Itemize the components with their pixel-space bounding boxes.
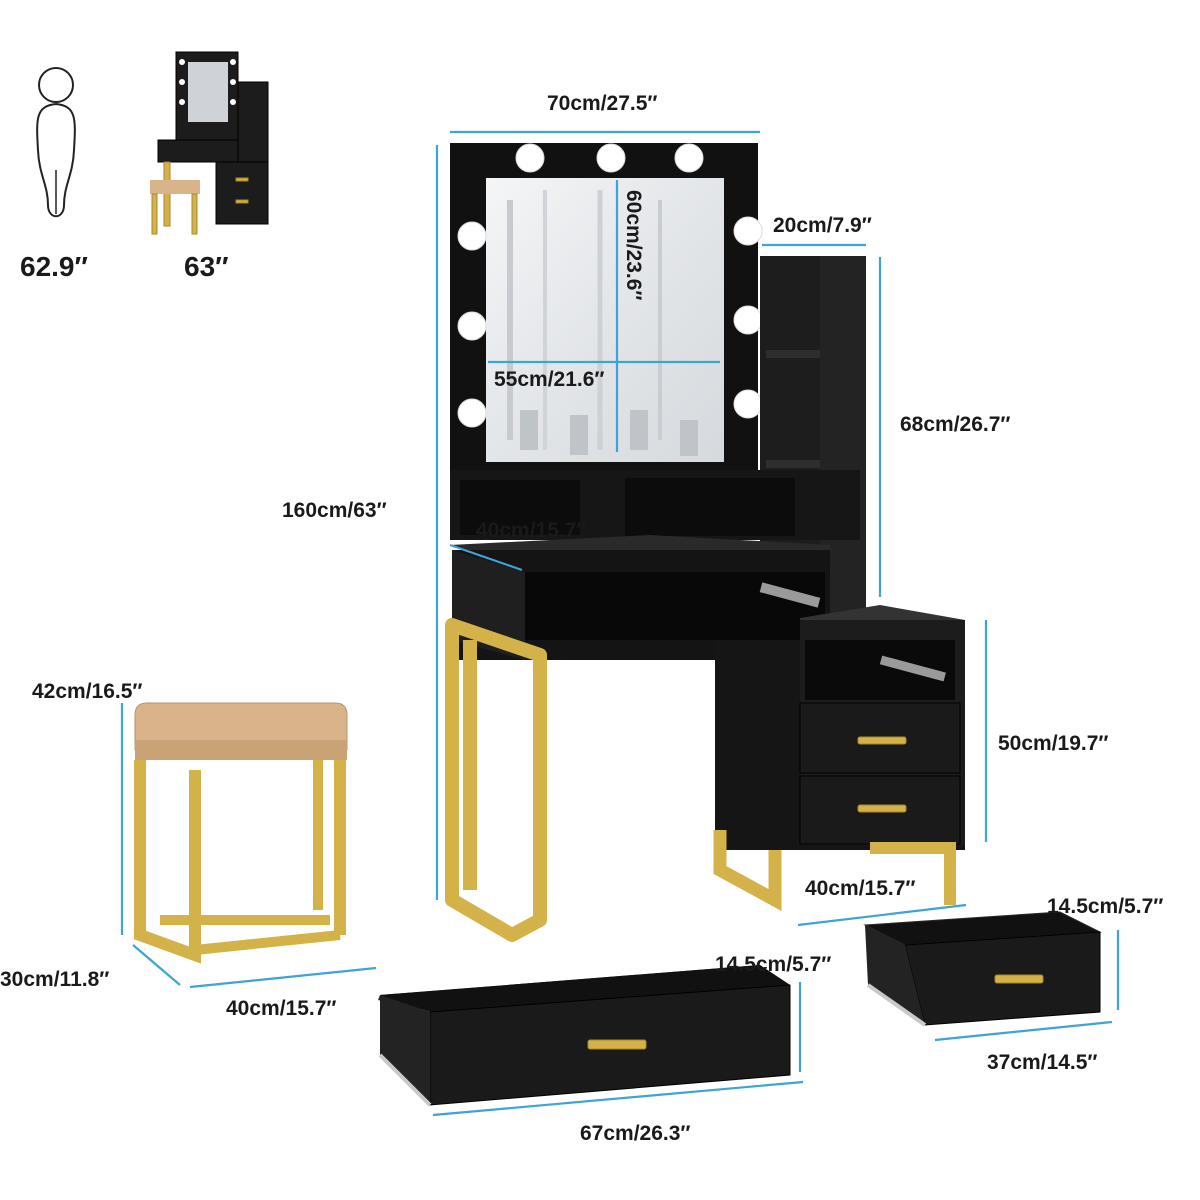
person-silhouette-icon: [36, 67, 76, 218]
cabinet-width-label: 40cm/15.7″: [805, 877, 915, 900]
side-cabinet: [715, 605, 965, 850]
stool-width-label: 40cm/15.7″: [226, 997, 336, 1020]
drawer-handle-icon: [857, 736, 907, 745]
stool-depth-label: 30cm/11.8″: [0, 968, 109, 991]
small-drawer-height-label: 14.5cm/5.7″: [1047, 895, 1163, 918]
large-drawer-height-label: 14.5cm/5.7″: [715, 953, 831, 976]
hutch-cubbies: [450, 470, 860, 540]
vanity-mirror-panel: [450, 143, 758, 483]
small-drawer-width-label: 37cm/14.5″: [987, 1051, 1097, 1074]
stool-height-label: 42cm/16.5″: [32, 680, 142, 703]
mirror-width-label: 55cm/21.6″: [494, 368, 604, 391]
drawer-handle-icon: [587, 1039, 647, 1050]
person-height-label: 62.9″: [20, 251, 88, 282]
vanity-thumbnail-icon: [150, 51, 269, 235]
light-bulb-icons: [457, 143, 763, 428]
vanity-height-label: 63″: [184, 251, 229, 282]
total-height-label: 160cm/63″: [282, 499, 387, 522]
drawer-handle-icon: [994, 974, 1044, 984]
small-drawer: [863, 911, 1102, 1027]
dimension-lines: [120, 130, 1120, 1117]
shelf-height-label: 68cm/26.7″: [900, 413, 1010, 436]
stool: [134, 702, 348, 964]
cabinet-height-label: 50cm/19.7″: [998, 732, 1108, 755]
total-width-label: 70cm/27.5″: [547, 92, 657, 115]
drawer-handle-icon: [857, 804, 907, 813]
desk-depth-label: 40cm/15.7″: [476, 519, 586, 542]
mirror-height-label: 60cm/23.6″: [622, 190, 645, 300]
shelf-depth-label: 20cm/7.9″: [773, 214, 872, 237]
vanity-legs: [445, 618, 956, 942]
large-drawer: [378, 965, 791, 1107]
large-drawer-width-label: 67cm/26.3″: [580, 1122, 690, 1145]
